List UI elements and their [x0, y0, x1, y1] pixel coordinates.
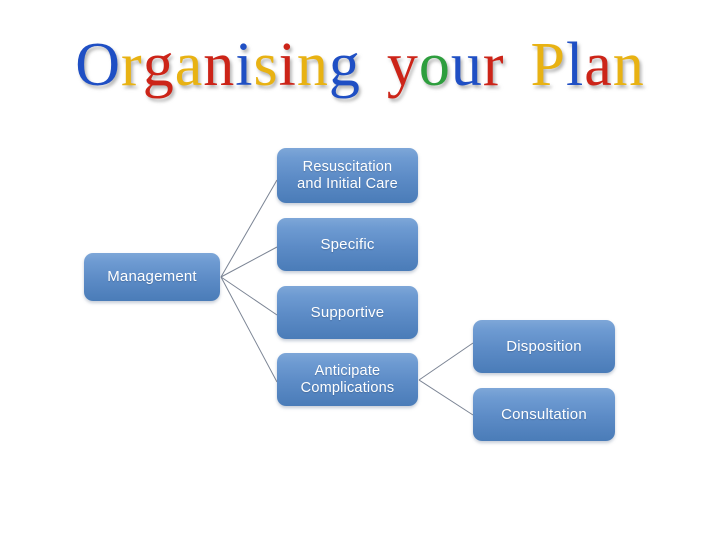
title-letter-your-2: u	[450, 31, 483, 99]
title-letter-organising-3: a	[174, 31, 204, 99]
connector-management-to-anticipate	[220, 276, 278, 383]
title-letter-organising-5: i	[235, 31, 254, 99]
title-letter-plan-2: a	[584, 31, 613, 99]
title-letter-plan-0: P	[530, 31, 566, 99]
connector-management-to-specific	[220, 246, 278, 278]
connector-anticipate-to-disposition	[418, 342, 474, 381]
title-letter-organising-1: r	[121, 31, 143, 99]
title-letter-your-0: y	[386, 31, 419, 99]
connector-anticipate-to-consultation	[418, 379, 474, 416]
title-letter-organising-7: i	[278, 31, 297, 99]
node-management[interactable]: Management	[84, 253, 220, 301]
node-specific[interactable]: Specific	[277, 218, 418, 271]
title-letter-organising-8: n	[296, 31, 329, 99]
connector-management-to-resuscitation	[220, 179, 278, 278]
node-supportive[interactable]: Supportive	[277, 286, 418, 339]
title-letter-organising-4: n	[203, 31, 236, 99]
title-letter-organising-0: O	[75, 31, 122, 99]
connector-management-to-supportive	[220, 276, 278, 316]
title-letter-organising-2: g	[142, 31, 175, 99]
title-letter-your-3: r	[482, 31, 505, 99]
node-anticipate[interactable]: Anticipate Complications	[277, 353, 418, 406]
node-disposition[interactable]: Disposition	[473, 320, 615, 373]
title-letter-plan-3: n	[612, 31, 645, 99]
title-letter-plan-1: l	[565, 31, 585, 99]
node-resuscitation[interactable]: Resuscitation and Initial Care	[277, 148, 418, 203]
title-letter-organising-6: s	[253, 31, 279, 99]
title-letter-your-1: o	[418, 31, 451, 99]
title-letter-organising-9: g	[328, 31, 361, 99]
node-consultation[interactable]: Consultation	[473, 388, 615, 441]
